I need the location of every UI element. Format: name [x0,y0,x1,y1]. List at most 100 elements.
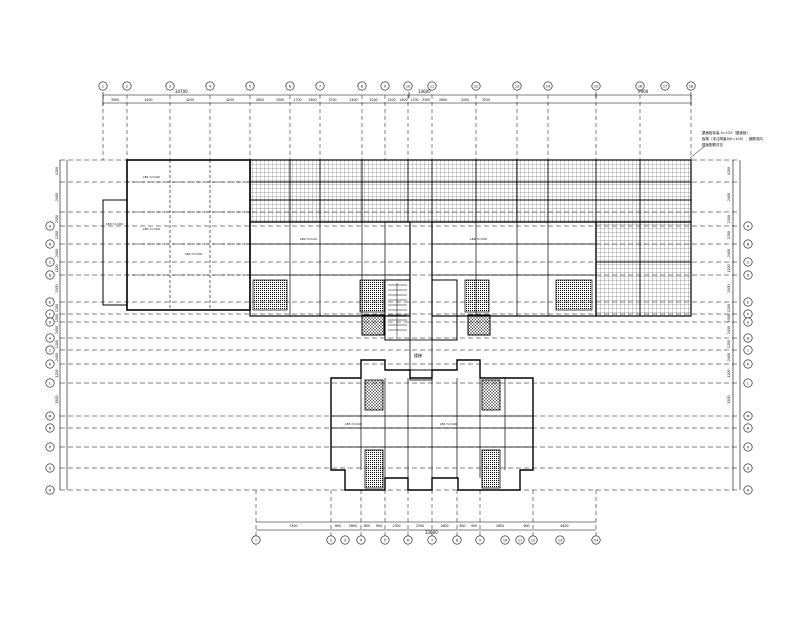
left-axis-N-label: N [49,426,52,430]
top-axis-18: 18 [686,81,696,91]
drawing-note: 屋面板标高 h=120（屋面板） 板厚（未注明者为h=100），钢筋双向 楼板配… [702,130,763,148]
left-dim-5: 2400 [55,249,59,257]
right-dim-7: 1500 [727,284,731,292]
left-dim-7: 1500 [55,284,59,292]
bottom-axis-4-label: 4 [360,538,362,542]
left-axis-R: R [45,485,55,495]
left-axis-K: K [45,359,55,369]
top-dim-12: 2200 [387,98,395,102]
right-dim-3: 2100 [727,215,731,223]
slab-label-4: LB4 h=120 [300,237,317,241]
left-axis-C: C [45,257,55,267]
top-axis-17: 17 [660,81,670,91]
bottom-axis-11-label: 11 [518,538,522,542]
note-leader [689,145,706,159]
left-axis-D: D [45,270,55,280]
left-axis-B-label: B [49,242,52,246]
top-dim-13: 2400 [399,98,407,102]
top-overall-dims: 34700 33600 9900 [175,89,649,94]
top-dim-18: 3200 [482,98,490,102]
top-axis-9-label: 9 [384,84,386,88]
slab-label-1: LB1 h=100 [143,175,160,179]
right-dim-11: 1200 [727,340,731,348]
bottom-axis-7: 7 [427,535,437,545]
right-axis-B: B [743,239,753,249]
top-dim-9: 3700 [328,98,336,102]
side-dimension-lines [59,160,741,490]
top-axis-18-label: 18 [689,84,693,88]
note-line-1: 屋面板标高 h=120（屋面板） [702,131,750,135]
right-axis-P-label: P [747,445,749,449]
bottom-dim-13: 6400 [560,524,568,528]
bottom-axis-1-label: 1 [255,538,257,542]
top-axis-9: 9 [380,81,390,91]
bottom-axis-14: 14 [591,535,601,545]
bottom-dim-3: 2600 [349,524,357,528]
right-axis-G-label: G [747,320,750,324]
left-dimension-labels: 4200240021001200240012001500120015002400… [55,167,59,404]
bottom-dimension-lines [256,521,596,531]
top-dim-17: 3200 [461,98,469,102]
top-axis-10-label: 10 [406,84,410,88]
left-axis-A-label: A [49,224,52,228]
top-overall-dim-2: 33600 [418,89,431,94]
left-axis-L-label: L [49,381,51,385]
left-dim-14: 1500 [55,395,59,403]
left-dim-2: 2400 [55,193,59,201]
top-axis-10: 10 [403,81,413,91]
right-axis-L-label: L [747,381,749,385]
top-axis-15: 15 [591,81,601,91]
bottom-axis-11: 11 [515,535,525,545]
bottom-axis-1: 1 [251,535,261,545]
right-axis-H-label: H [747,336,750,340]
top-axis-8-label: 8 [361,84,363,88]
right-axis-C-label: C [747,260,750,264]
bottom-axis-14-label: 14 [594,538,598,542]
top-dim-3: 4200 [186,98,194,102]
bottom-dim-2: 600 [335,524,341,528]
right-axis-K-label: K [747,362,750,366]
right-axis-D-label: D [747,273,750,277]
right-axis-R-label: R [747,488,750,492]
bottom-axis-10-label: 10 [503,538,507,542]
top-axis-16-label: 16 [638,84,642,88]
top-dim-8: 2600 [308,98,316,102]
top-axis-5-label: 5 [249,84,251,88]
right-dim-2: 2400 [727,193,731,201]
right-dim-8: 1200 [727,304,731,312]
bottom-axis-5: 5 [380,535,390,545]
right-axis-B-label: B [747,242,750,246]
left-dim-6: 1200 [55,264,59,272]
top-axis-1-label: 1 [102,84,104,88]
left-axis-J-label: J [49,348,51,352]
bottom-axis-10: 10 [500,535,510,545]
stair-label: 楼梯 [414,352,422,358]
top-dim-1: 3900 [111,98,119,102]
right-axis-M-label: M [747,414,750,418]
left-axis-E: E [45,297,55,307]
top-axis-14: 14 [543,81,553,91]
left-axis-C-label: C [49,260,52,264]
right-axis-E: E [743,297,753,307]
bottom-axis-2-label: 2 [330,538,332,542]
top-overall-dim-3: 9900 [638,89,649,94]
top-dim-10: 2400 [349,98,357,102]
right-axis-P: P [743,442,753,452]
right-dim-12: 2400 [727,353,731,361]
bottom-axis-6: 6 [403,535,413,545]
right-axis-L: L [743,378,753,388]
right-axis-N-label: N [747,426,750,430]
right-axis-Q-label: Q [747,466,750,470]
right-axis-F-label: F [747,312,749,316]
slab-label-5: LB5 h=100 [345,422,362,426]
bottom-axis-8-label: 8 [456,538,458,542]
right-axis-M: M [743,411,753,421]
left-dim-9: 1500 [55,314,59,322]
bottom-dim-8: 2600 [440,524,448,528]
bottom-overall-dim: 33600 [425,530,438,535]
left-axis-N: N [45,423,55,433]
right-axis-Q: Q [743,463,753,473]
